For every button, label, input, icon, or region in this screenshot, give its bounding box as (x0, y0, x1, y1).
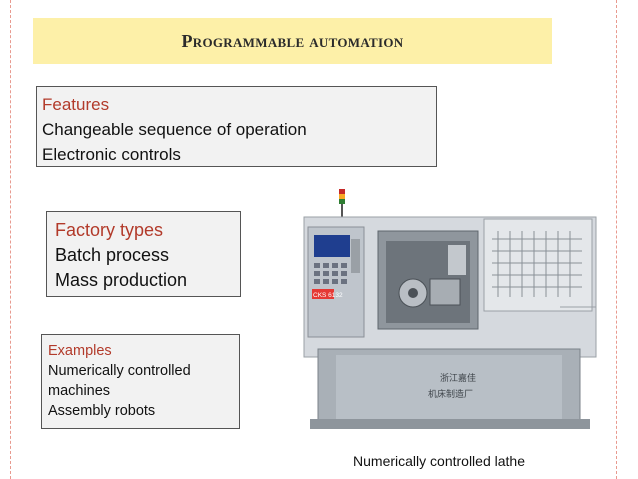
cabinet-text-line: 机床制造厂 (428, 388, 473, 399)
slide-border-right (616, 0, 617, 479)
cabinet-text-line: 浙江嘉佳 (440, 372, 476, 383)
slide-border-left (10, 0, 11, 479)
cnc-lathe-image: CKS 6132 浙江嘉佳 机床制造厂 (303, 189, 597, 429)
features-item: Changeable sequence of operation (42, 120, 307, 139)
features-item: Electronic controls (42, 145, 181, 164)
factory-types-item: Batch process (55, 245, 170, 265)
examples-box: Examples Numerically controlled machines… (41, 334, 240, 429)
examples-heading: Examples (48, 343, 112, 359)
slide-title: Programmable automation (181, 30, 404, 51)
factory-types-box: Factory types Batch process Mass product… (46, 211, 241, 297)
factory-types-heading: Factory types (55, 220, 164, 240)
features-box: Features Changeable sequence of operatio… (36, 86, 437, 167)
examples-item: Assembly robots (48, 403, 156, 419)
factory-types-item: Mass production (55, 270, 188, 290)
image-caption: Numerically controlled lathe (330, 449, 548, 473)
title-bar: Programmable automation (33, 18, 552, 64)
panel-label: CKS 6132 (313, 292, 343, 299)
features-heading: Features (42, 95, 110, 114)
examples-item: Numerically controlled machines (48, 363, 191, 399)
